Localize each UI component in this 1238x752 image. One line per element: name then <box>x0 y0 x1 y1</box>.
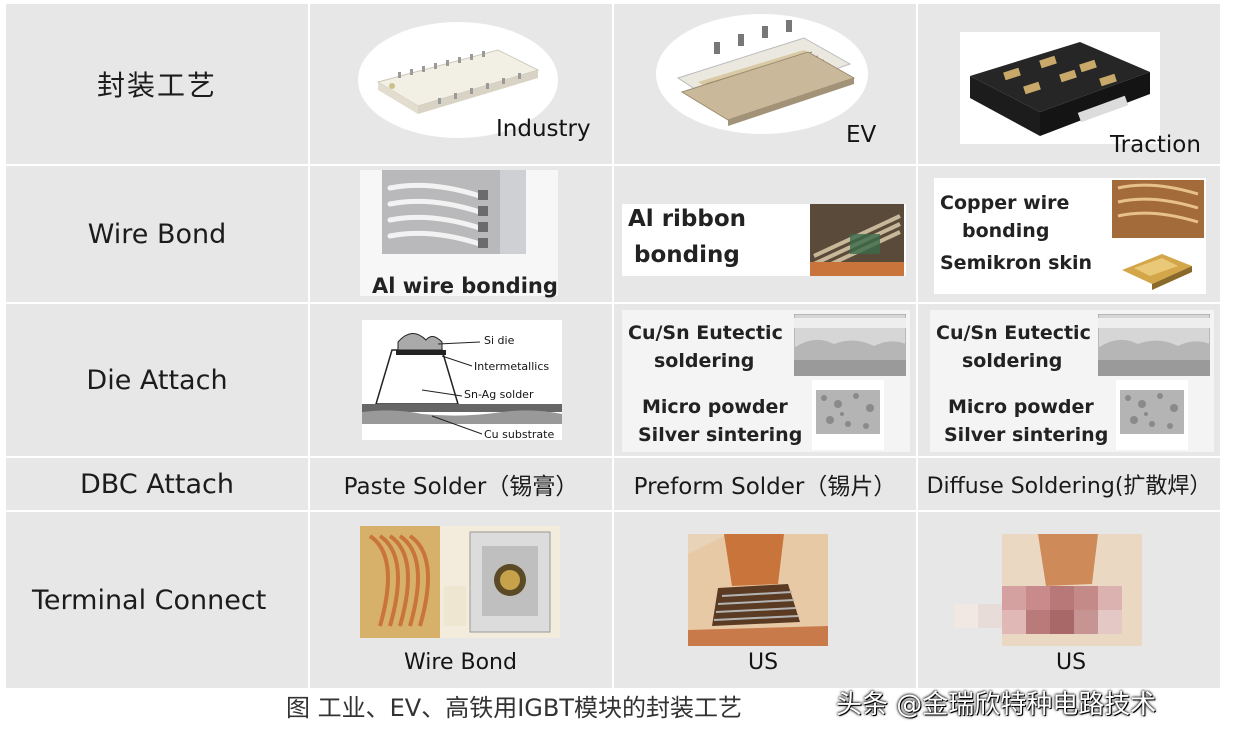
diagram-label-cu-substrate: Cu substrate <box>484 428 555 441</box>
cell-packaging-industry: Industry <box>310 4 612 164</box>
traction-eutectic-micrograph <box>1098 314 1210 376</box>
cell-die-attach-industry: Si die Intermetallics Sn-Ag solder Cu su… <box>310 304 612 456</box>
diagram-label-si-die: Si die <box>484 334 515 347</box>
label-copper-wire-line1: Copper wire <box>940 192 1070 214</box>
label-traction: Traction <box>1110 132 1201 158</box>
cell-wire-bond-ev: Al ribbon bonding <box>614 166 916 302</box>
label-al-ribbon-line2: bonding <box>634 242 740 268</box>
label-ev: EV <box>846 122 877 148</box>
cell-terminal-ev: US <box>614 512 916 688</box>
label-terminal-us-ev: US <box>748 650 779 675</box>
cell-packaging-traction: Traction <box>918 4 1220 164</box>
label-traction-eutectic-line1: Cu/Sn Eutectic <box>936 322 1091 344</box>
cell-die-attach-traction: Cu/Sn Eutectic soldering Micro powder Si… <box>918 304 1220 456</box>
label-traction-sinter-line2: Silver sintering <box>944 424 1109 446</box>
cell-terminal-traction: US <box>918 512 1220 688</box>
diagram-label-intermetallics: Intermetallics <box>474 360 550 373</box>
cell-die-attach-ev: Cu/Sn Eutectic soldering Micro powder Si… <box>614 304 916 456</box>
copper-wire-image <box>1112 180 1204 238</box>
row-header-dbc-attach: DBC Attach <box>6 458 308 510</box>
al-ribbon-image <box>810 204 904 276</box>
label-terminal-us-traction: US <box>1056 650 1087 675</box>
ultrasonic-weld-image <box>688 534 828 646</box>
label-traction-sinter-line1: Micro powder <box>948 396 1094 418</box>
solder-layer-diagram <box>362 320 562 440</box>
traction-module-image <box>960 32 1160 144</box>
label-eutectic-line2: soldering <box>654 350 755 372</box>
label-sinter-line1: Micro powder <box>642 396 788 418</box>
watermark: 头条 @金瑞欣特种电路技术 <box>836 690 1157 720</box>
industry-module-image <box>358 22 558 138</box>
eutectic-micrograph <box>794 314 906 376</box>
label-terminal-wire-bond: Wire Bond <box>404 650 517 675</box>
terminal-wire-bond-image <box>360 526 560 638</box>
label-copper-wire-line2: bonding <box>962 220 1050 242</box>
semikron-skin-image <box>1112 240 1204 292</box>
row-header-packaging: 封装工艺 <box>6 4 308 164</box>
cell-terminal-industry: Wire Bond <box>310 512 612 688</box>
label-eutectic-line1: Cu/Sn Eutectic <box>628 322 783 344</box>
label-sinter-line2: Silver sintering <box>638 424 803 446</box>
packaging-comparison-table: 封装工艺 Industry <box>6 4 1220 688</box>
cell-wire-bond-traction: Copper wire bonding Semikron skin <box>918 166 1220 302</box>
figure-caption: 图 工业、EV、高铁用IGBT模块的封装工艺 <box>286 694 743 722</box>
row-header-die-attach: Die Attach <box>6 304 308 456</box>
diagram-label-sn-ag-solder: Sn-Ag solder <box>464 388 534 401</box>
ultrasonic-weld-image-blurred <box>954 534 1142 646</box>
row-header-wire-bond: Wire Bond <box>6 166 308 302</box>
sinter-micrograph <box>812 380 884 450</box>
cell-dbc-preform-solder: Preform Solder（锡片） <box>614 458 916 510</box>
traction-sinter-micrograph <box>1116 380 1188 450</box>
cell-dbc-diffuse-soldering: Diffuse Soldering(扩散焊） <box>918 458 1220 510</box>
cell-packaging-ev: EV <box>614 4 916 164</box>
label-semikron-skin: Semikron skin <box>940 252 1093 274</box>
label-industry: Industry <box>496 116 591 142</box>
label-al-wire-bonding: Al wire bonding <box>372 274 558 298</box>
ev-module-image <box>656 14 868 134</box>
cell-dbc-paste-solder: Paste Solder（锡膏） <box>310 458 612 510</box>
cell-wire-bond-industry: Al wire bonding <box>310 166 612 302</box>
label-traction-eutectic-line2: soldering <box>962 350 1063 372</box>
al-wire-bonding-image <box>360 170 558 296</box>
row-header-terminal-connect: Terminal Connect <box>6 512 308 688</box>
label-al-ribbon-line1: Al ribbon <box>628 206 747 232</box>
